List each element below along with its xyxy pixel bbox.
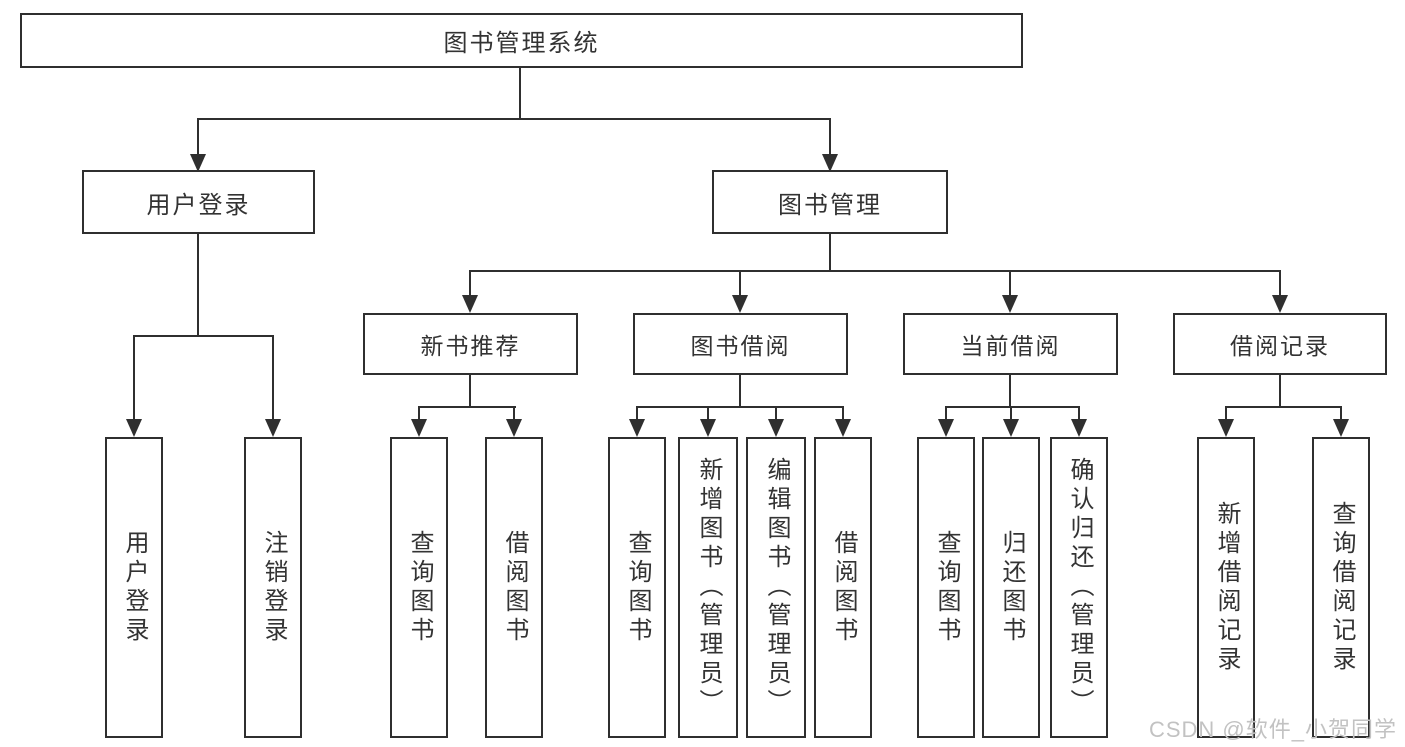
leaf-label: 查询图书: [624, 529, 651, 646]
arrowhead-down-icon: [126, 419, 142, 437]
connector-level3-bar: [469, 270, 1281, 272]
arrowhead-down-icon: [629, 419, 645, 437]
leaf-label: 注销登录: [260, 529, 287, 646]
connector-bar: [418, 406, 516, 408]
node-book-management: 图书管理: [712, 170, 948, 234]
leaf-query-books-3: 查询图书: [917, 437, 975, 738]
connector-drop: [418, 406, 420, 420]
connector-stem: [197, 234, 199, 337]
node-label: 图书管理: [778, 191, 882, 219]
arrowhead-down-icon: [1002, 295, 1018, 313]
arrowhead-down-icon: [732, 295, 748, 313]
leaf-return-books: 归还图书: [982, 437, 1040, 738]
connector-drop: [739, 270, 741, 296]
connector-drop: [1009, 270, 1011, 296]
node-new-book-recommend: 新书推荐: [363, 313, 578, 375]
arrowhead-down-icon: [700, 419, 716, 437]
connector-drop: [829, 118, 831, 156]
leaf-label: 新增借阅记录: [1213, 500, 1240, 675]
connector-drop: [197, 118, 199, 156]
arrowhead-down-icon: [506, 419, 522, 437]
leaf-query-books-1: 查询图书: [390, 437, 448, 738]
connector-drop: [775, 406, 777, 420]
connector-bar: [1225, 406, 1341, 408]
arrowhead-down-icon: [768, 419, 784, 437]
leaf-add-borrow-record: 新增借阅记录: [1197, 437, 1255, 738]
connector-drop: [1010, 406, 1012, 420]
leaf-user-login: 用户登录: [105, 437, 163, 738]
connector-bar: [945, 406, 1080, 408]
leaf-query-borrow-record: 查询借阅记录: [1312, 437, 1370, 738]
leaf-edit-books-admin: 编辑图书（管理员）: [746, 437, 806, 738]
connector-drop: [133, 335, 135, 420]
arrowhead-down-icon: [462, 295, 478, 313]
connector-drop: [272, 335, 274, 420]
connector-drop: [1225, 406, 1227, 420]
arrowhead-down-icon: [938, 419, 954, 437]
connector-drop: [707, 406, 709, 420]
connector-root-stem: [519, 68, 521, 120]
connector-bar: [133, 335, 274, 337]
leaf-label: 借阅图书: [830, 529, 857, 646]
arrowhead-down-icon: [1218, 419, 1234, 437]
arrowhead-down-icon: [822, 154, 838, 172]
arrowhead-down-icon: [411, 419, 427, 437]
connector-stem: [1009, 375, 1011, 408]
arrowhead-down-icon: [265, 419, 281, 437]
node-label: 图书管理系统: [443, 30, 600, 57]
arrowhead-down-icon: [1272, 295, 1288, 313]
leaf-label: 用户登录: [121, 529, 148, 646]
arrowhead-down-icon: [835, 419, 851, 437]
connector-drop: [1078, 406, 1080, 420]
leaf-logout: 注销登录: [244, 437, 302, 738]
connector-drop: [636, 406, 638, 420]
leaf-label: 查询图书: [406, 529, 433, 646]
connector-drop: [513, 406, 515, 420]
arrowhead-down-icon: [1071, 419, 1087, 437]
connector-stem: [829, 234, 831, 272]
leaf-query-books-2: 查询图书: [608, 437, 666, 738]
connector-drop: [469, 270, 471, 296]
connector-stem: [469, 375, 471, 408]
connector-drop: [842, 406, 844, 420]
connector-drop: [1279, 270, 1281, 296]
leaf-borrow-books-1: 借阅图书: [485, 437, 543, 738]
node-label: 借阅记录: [1230, 333, 1330, 359]
connector-drop: [945, 406, 947, 420]
arrowhead-down-icon: [190, 154, 206, 172]
leaf-label: 编辑图书（管理员）: [763, 457, 790, 718]
node-label: 图书借阅: [690, 333, 791, 359]
arrowhead-down-icon: [1003, 419, 1019, 437]
node-library-management-system: 图书管理系统: [20, 13, 1023, 68]
node-label: 用户登录: [146, 191, 251, 219]
connector-bar: [636, 406, 844, 408]
node-label: 当前借阅: [960, 333, 1061, 359]
watermark: CSDN @软件_小贺同学: [1148, 717, 1397, 742]
connector-level2-bar: [197, 118, 831, 120]
leaf-borrow-books-2: 借阅图书: [814, 437, 872, 738]
leaf-label: 借阅图书: [501, 529, 528, 646]
node-book-borrow: 图书借阅: [633, 313, 848, 375]
arrowhead-down-icon: [1333, 419, 1349, 437]
node-label: 新书推荐: [420, 333, 521, 359]
leaf-add-books-admin: 新增图书（管理员）: [678, 437, 738, 738]
leaf-label: 确认归还（管理员）: [1066, 457, 1093, 718]
leaf-label: 查询图书: [933, 529, 960, 646]
leaf-label: 查询借阅记录: [1328, 500, 1355, 675]
node-user-login: 用户登录: [82, 170, 315, 234]
node-borrow-records: 借阅记录: [1173, 313, 1387, 375]
connector-stem: [739, 375, 741, 408]
leaf-confirm-return-admin: 确认归还（管理员）: [1050, 437, 1108, 738]
leaf-label: 新增图书（管理员）: [695, 457, 722, 718]
connector-drop: [1340, 406, 1342, 420]
node-current-borrow: 当前借阅: [903, 313, 1118, 375]
connector-stem: [1279, 375, 1281, 408]
leaf-label: 归还图书: [998, 529, 1025, 646]
